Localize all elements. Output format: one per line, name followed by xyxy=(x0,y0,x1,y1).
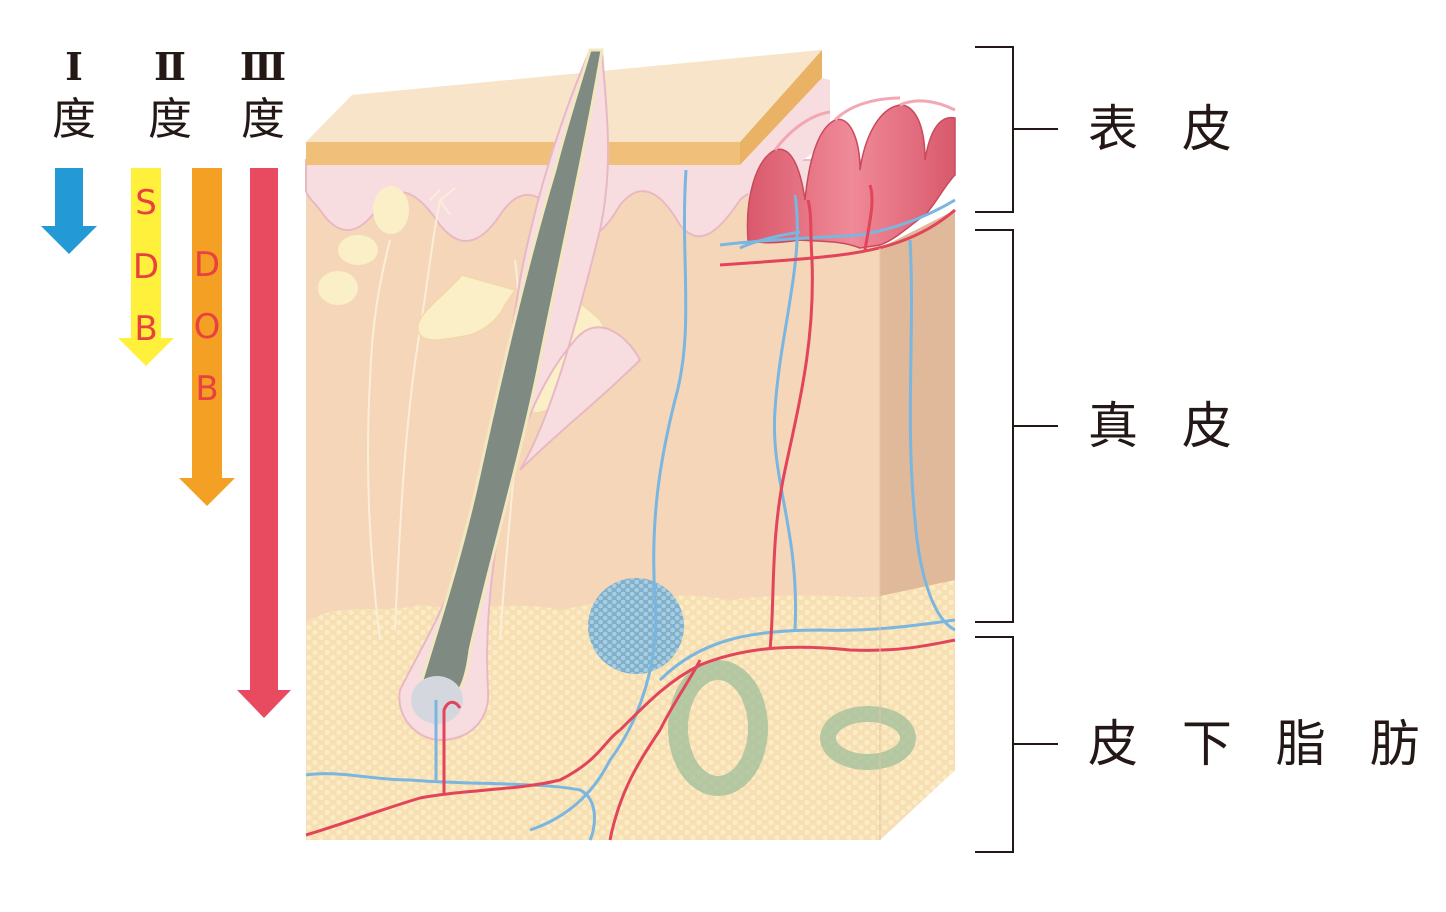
dermis-label: 真 皮 xyxy=(1088,397,1246,455)
degree-2-label: Ⅱ 度 xyxy=(130,48,210,142)
sebaceous-gland-left xyxy=(417,274,517,341)
degree-2-numeral: Ⅱ xyxy=(153,44,187,89)
dob-letter-b: B xyxy=(195,369,218,409)
degree-2-dob-arrow: D O B xyxy=(179,168,235,506)
degree-3-numeral: Ⅲ xyxy=(239,44,287,89)
sdb-letter-b: B xyxy=(134,309,157,349)
layer-brackets xyxy=(975,46,1058,853)
degree-3-kanji: 度 xyxy=(241,94,285,145)
epidermis-side-edge xyxy=(740,50,822,165)
degree-3-arrow xyxy=(237,168,291,718)
degree-1-label: Ⅰ 度 xyxy=(34,48,114,142)
fat-lobule-2 xyxy=(820,706,916,770)
degree-1-arrow xyxy=(41,168,97,254)
degree-1-numeral: Ⅰ xyxy=(65,44,83,89)
skin-block xyxy=(305,48,956,841)
dermis-bracket xyxy=(975,229,1014,623)
degree-2-sdb-arrow: S D B xyxy=(118,168,174,366)
veins xyxy=(305,169,956,841)
sweat-gland xyxy=(588,578,684,674)
gland-cluster xyxy=(318,186,409,305)
subcutis-bracket xyxy=(975,636,1014,853)
degree-3-label: Ⅲ 度 xyxy=(223,48,303,142)
sdb-letter-s: S xyxy=(135,183,157,223)
degree-2-kanji: 度 xyxy=(148,94,192,145)
sdb-letter-d: D xyxy=(133,247,159,287)
epidermis-label: 表 皮 xyxy=(1088,100,1246,158)
degree-1-kanji: 度 xyxy=(52,94,96,145)
epidermis-front-edge xyxy=(306,142,740,165)
epidermis-surface xyxy=(306,50,822,142)
fat-lobule-1 xyxy=(668,660,768,796)
epidermis-bracket xyxy=(975,46,1014,213)
dob-letter-d: D xyxy=(194,245,220,285)
subcutaneous-fat-label: 皮 下 脂 肪 xyxy=(1088,715,1434,773)
arteries xyxy=(305,184,956,841)
dob-letter-o: O xyxy=(194,307,221,347)
